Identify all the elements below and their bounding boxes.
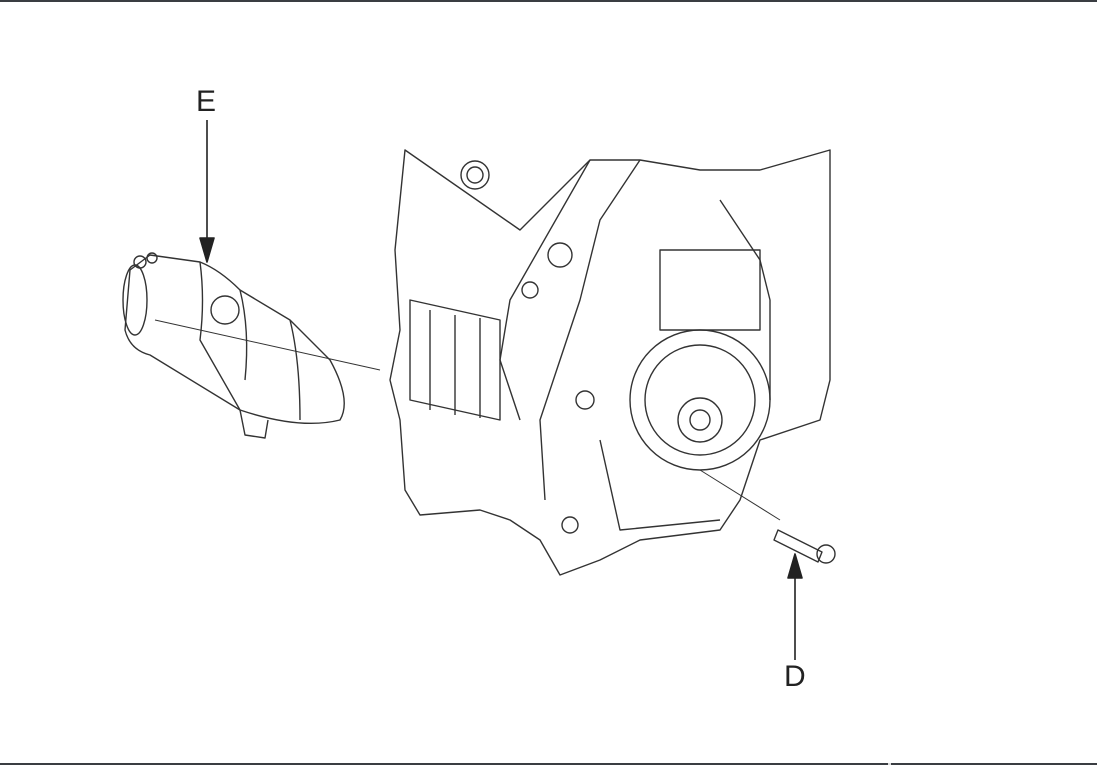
callout-label-d: D bbox=[784, 660, 806, 693]
bottom-border-gap bbox=[888, 763, 891, 765]
engine-block bbox=[389, 149, 831, 576]
top-border bbox=[0, 0, 1097, 2]
arrow-d bbox=[787, 553, 803, 660]
callout-label-e: E bbox=[196, 85, 217, 118]
arrow-e bbox=[199, 120, 215, 263]
starter-motor bbox=[122, 252, 381, 439]
bolt bbox=[773, 529, 836, 564]
bottom-border bbox=[0, 763, 1097, 765]
